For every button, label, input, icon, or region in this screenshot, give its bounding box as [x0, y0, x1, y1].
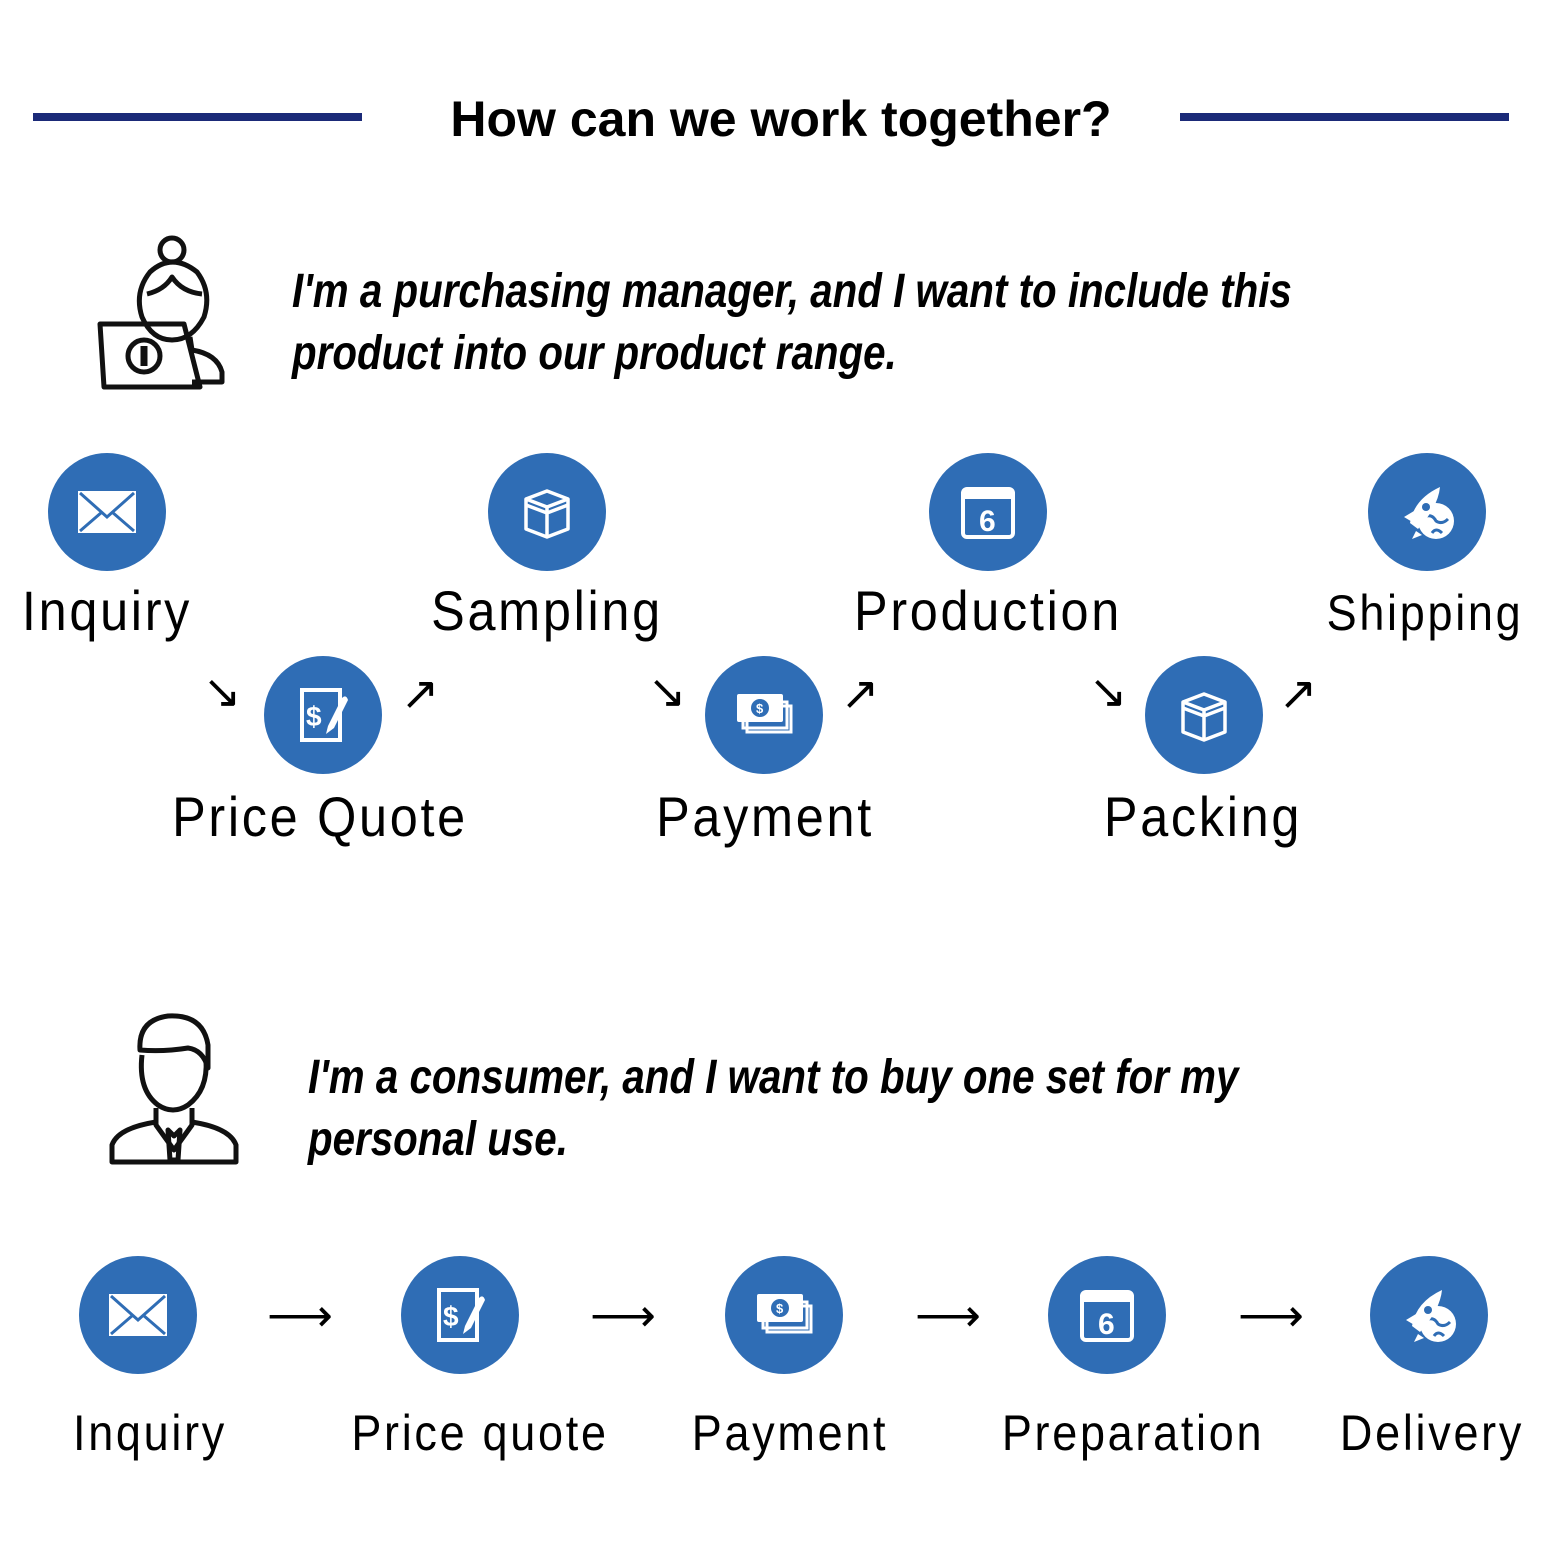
arrow-up-right-icon: ↗ [840, 667, 880, 719]
page-title: How can we work together? [450, 91, 1112, 147]
envelope-icon [109, 1294, 167, 1336]
step-inquiry [48, 453, 166, 571]
title-rule-right [1180, 113, 1509, 121]
step-payment: $ [705, 656, 823, 774]
step-price-quote: $ [264, 656, 382, 774]
step-delivery [1370, 1256, 1488, 1374]
arrow-up-right-icon: ↗ [1278, 667, 1318, 719]
businessman-icon [109, 1013, 239, 1165]
calendar-icon: 6 [961, 487, 1015, 539]
rocket-globe-icon [1406, 1290, 1456, 1342]
svg-text:6: 6 [979, 505, 996, 538]
arrow-right-icon: ⟶ [1238, 1289, 1304, 1341]
svg-text:$: $ [756, 701, 764, 716]
step-label: Sampling [431, 579, 663, 642]
step-label: Shipping [1326, 585, 1524, 641]
step-label: Payment [656, 785, 874, 848]
step-inquiry [79, 1256, 197, 1374]
rocket-globe-icon [1404, 487, 1454, 539]
envelope-icon [78, 491, 136, 533]
step-production: 6 [929, 453, 1047, 571]
step-shipping [1368, 453, 1486, 571]
businesswoman-laptop-icon [97, 235, 225, 390]
step-sampling [488, 453, 606, 571]
step-label: Inquiry [21, 579, 193, 642]
svg-text:6: 6 [1098, 1308, 1115, 1341]
arrow-up-right-icon: ↗ [400, 667, 440, 719]
step-label: Preparation [1001, 1405, 1265, 1461]
step-label: Price Quote [172, 785, 468, 848]
calendar-icon: 6 [1080, 1290, 1134, 1342]
title-rule-left [33, 113, 362, 121]
price-quote-icon: $ [300, 688, 348, 742]
consumer-quote-line-2: personal use. [308, 1113, 568, 1166]
arrow-right-icon: ⟶ [915, 1289, 981, 1341]
svg-text:$: $ [306, 701, 322, 732]
step-payment: $ [725, 1256, 843, 1374]
arrow-right-icon: ⟶ [267, 1289, 333, 1341]
step-preparation: 6 [1048, 1256, 1166, 1374]
step-label: Delivery [1339, 1405, 1525, 1461]
step-label: Packing [1103, 785, 1303, 848]
box-icon [1181, 692, 1227, 742]
svg-text:$: $ [776, 1301, 784, 1316]
step-price-quote: $ [401, 1256, 519, 1374]
arrow-right-icon: ⟶ [590, 1289, 656, 1341]
arrow-down-right-icon: ↘ [1088, 665, 1128, 717]
step-packing [1145, 656, 1263, 774]
money-icon: $ [757, 1294, 813, 1334]
money-icon: $ [737, 694, 793, 734]
arrow-down-right-icon: ↘ [202, 665, 242, 717]
arrow-down-right-icon: ↘ [647, 665, 687, 717]
box-icon [524, 489, 570, 539]
business-quote-line-2: product into our product range. [292, 327, 897, 380]
step-label: Inquiry [73, 1405, 227, 1461]
consumer-quote-line-1: I'm a consumer, and I want to buy one se… [308, 1051, 1239, 1104]
price-quote-icon: $ [437, 1288, 485, 1342]
svg-text:$: $ [443, 1301, 459, 1332]
step-label: Payment [691, 1405, 889, 1461]
step-label: Price quote [351, 1405, 609, 1461]
business-quote-line-1: I'm a purchasing manager, and I want to … [292, 265, 1292, 318]
step-label: Production [854, 579, 1122, 642]
